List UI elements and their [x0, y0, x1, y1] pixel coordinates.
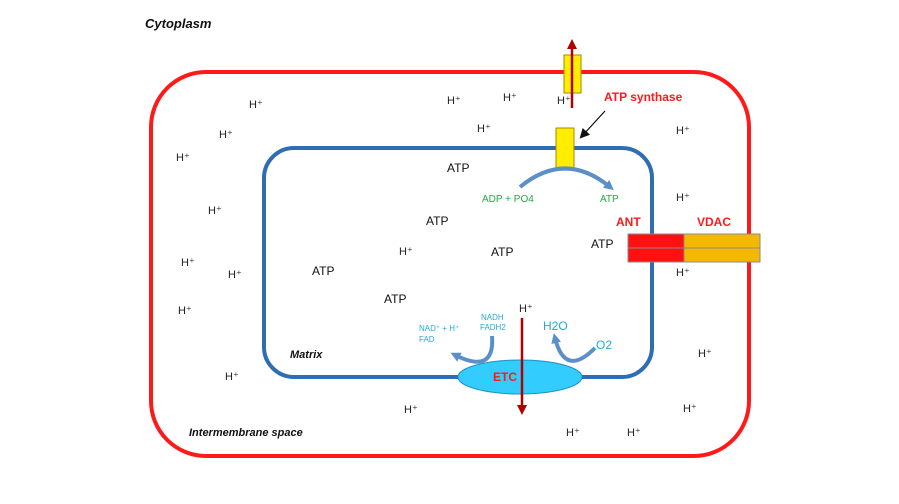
proton-label: H⁺: [676, 267, 690, 279]
nad-h-label: NAD⁺ + H⁺: [419, 324, 459, 333]
adp-to-atp-arrow: [518, 166, 614, 191]
proton-label: H⁺: [676, 125, 690, 137]
atp-label: ATP: [491, 245, 513, 259]
fadh2-label: FADH2: [480, 323, 506, 332]
ant-label: ANT: [616, 215, 641, 229]
proton-label: H⁺: [178, 305, 192, 317]
proton-label: H⁺: [676, 192, 690, 204]
o2-label: O2: [596, 338, 612, 352]
etc-label: ETC: [493, 370, 517, 384]
proton-label: H⁺: [225, 371, 239, 383]
atp-label: ATP: [312, 264, 334, 278]
proton-label: H⁺: [208, 205, 222, 217]
atp-label: ATP: [426, 214, 448, 228]
adp-po4-label: ADP + PO4: [482, 194, 534, 205]
proton-label: H⁺: [404, 404, 418, 416]
atp-product-label: ATP: [600, 194, 619, 205]
proton-label: H⁺: [557, 95, 571, 107]
proton-label: H⁺: [477, 123, 491, 135]
proton-label: H⁺: [698, 348, 712, 360]
proton-label: H⁺: [228, 269, 242, 281]
atp-label: ATP: [384, 292, 406, 306]
proton-label: H⁺: [181, 257, 195, 269]
etc-complex: [457, 359, 583, 395]
inner-membrane: [262, 146, 654, 379]
proton-label: H⁺: [249, 99, 263, 111]
cytoplasm-label: Cytoplasm: [145, 16, 212, 31]
h2o-label: H2O: [543, 319, 568, 333]
proton-label: H⁺: [176, 152, 190, 164]
matrix-label: Matrix: [290, 349, 323, 361]
fad-label: FAD: [419, 335, 435, 344]
intermembrane-space-label: Intermembrane space: [189, 427, 303, 439]
atp-label: ATP: [591, 237, 613, 251]
outer-membrane: [149, 70, 751, 458]
vdac-label: VDAC: [697, 215, 731, 229]
atp-synthase-pointer-arrow: [579, 110, 606, 139]
o2-reduction-arrow: [551, 333, 597, 363]
proton-label: H⁺: [399, 246, 413, 258]
nadh-oxidation-arrow: [450, 335, 495, 364]
proton-label: H⁺: [447, 95, 461, 107]
proton-label: H⁺: [519, 303, 533, 315]
atp-label: ATP: [447, 161, 469, 175]
proton-label: H⁺: [683, 403, 697, 415]
atp-synthase: [555, 127, 575, 169]
proton-label: H⁺: [566, 427, 580, 439]
proton-label: H⁺: [627, 427, 641, 439]
proton-label: H⁺: [219, 129, 233, 141]
atp-synthase-label: ATP synthase: [604, 90, 683, 104]
proton-label: H⁺: [503, 92, 517, 104]
nadh-label: NADH: [481, 313, 504, 322]
